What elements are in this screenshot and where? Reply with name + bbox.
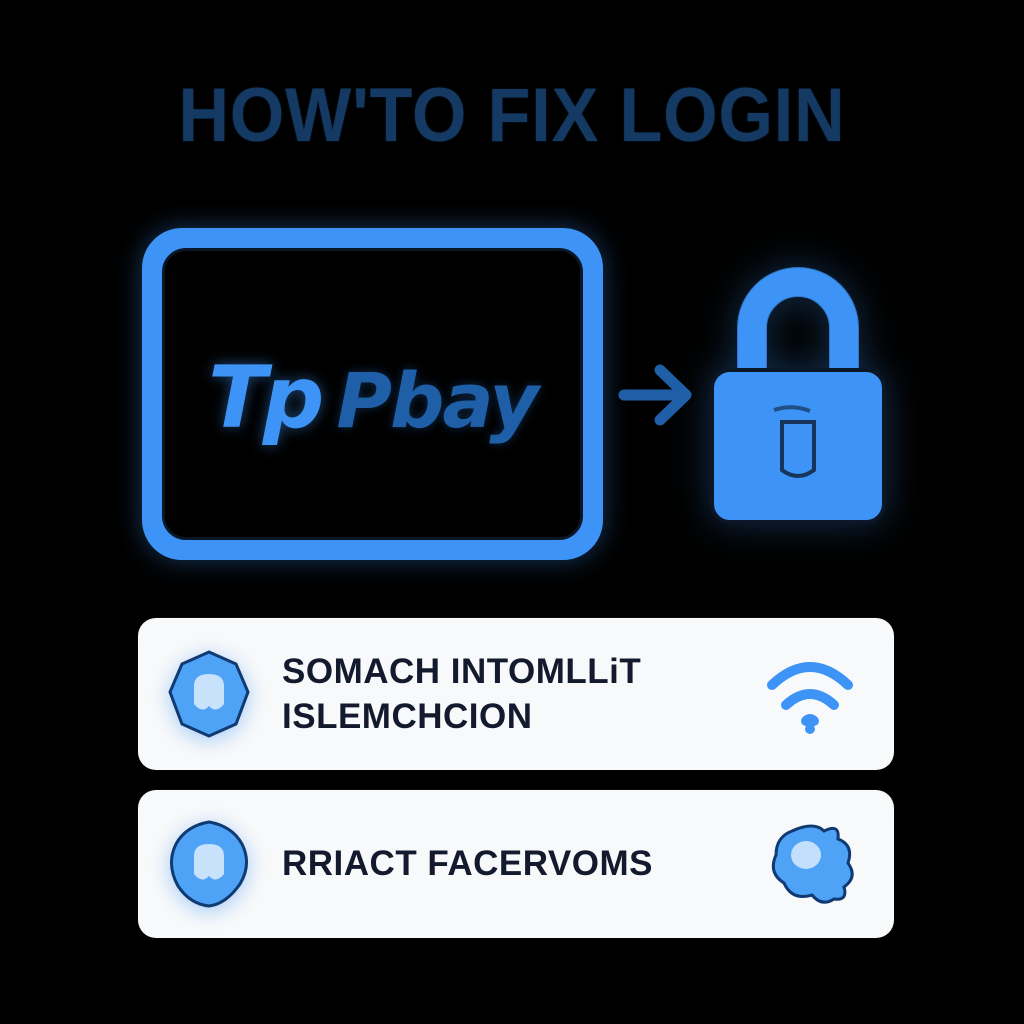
shield-badge-icon (166, 818, 252, 910)
tip-card-2-text: RRIACT FACERVOMS (282, 841, 762, 887)
brand-logo: Tp Pbay (208, 348, 539, 448)
tip-card-2-line-1: RRIACT FACERVOMS (282, 844, 653, 884)
tip-card-2[interactable]: RRIACT FACERVOMS (138, 790, 894, 938)
logo-word-text: Pbay (336, 356, 539, 445)
tablet-screen: Tp Pbay (165, 251, 580, 537)
tip-card-1-line-2: ISLEMCHCION (282, 697, 533, 736)
shield-badge-icon (166, 648, 252, 740)
cloud-blob-icon (762, 821, 858, 907)
right-arrow-icon (616, 360, 700, 430)
tip-card-1[interactable]: SOMACH INTOMLLiT ISLEMCHCION (138, 618, 894, 770)
tip-card-1-line-1: SOMACH INTOMLLiT (282, 651, 642, 691)
page-title: HOW'TO FIX LOGIN (178, 73, 846, 158)
padlock-icon (700, 262, 896, 534)
logo-mark-text: Tp (208, 348, 324, 448)
tablet-device: Tp Pbay (142, 228, 603, 560)
wifi-icon (762, 651, 858, 737)
tablet-bezel: Tp Pbay (162, 248, 583, 540)
tip-card-1-text: SOMACH INTOMLLiT ISLEMCHCION (282, 649, 762, 740)
